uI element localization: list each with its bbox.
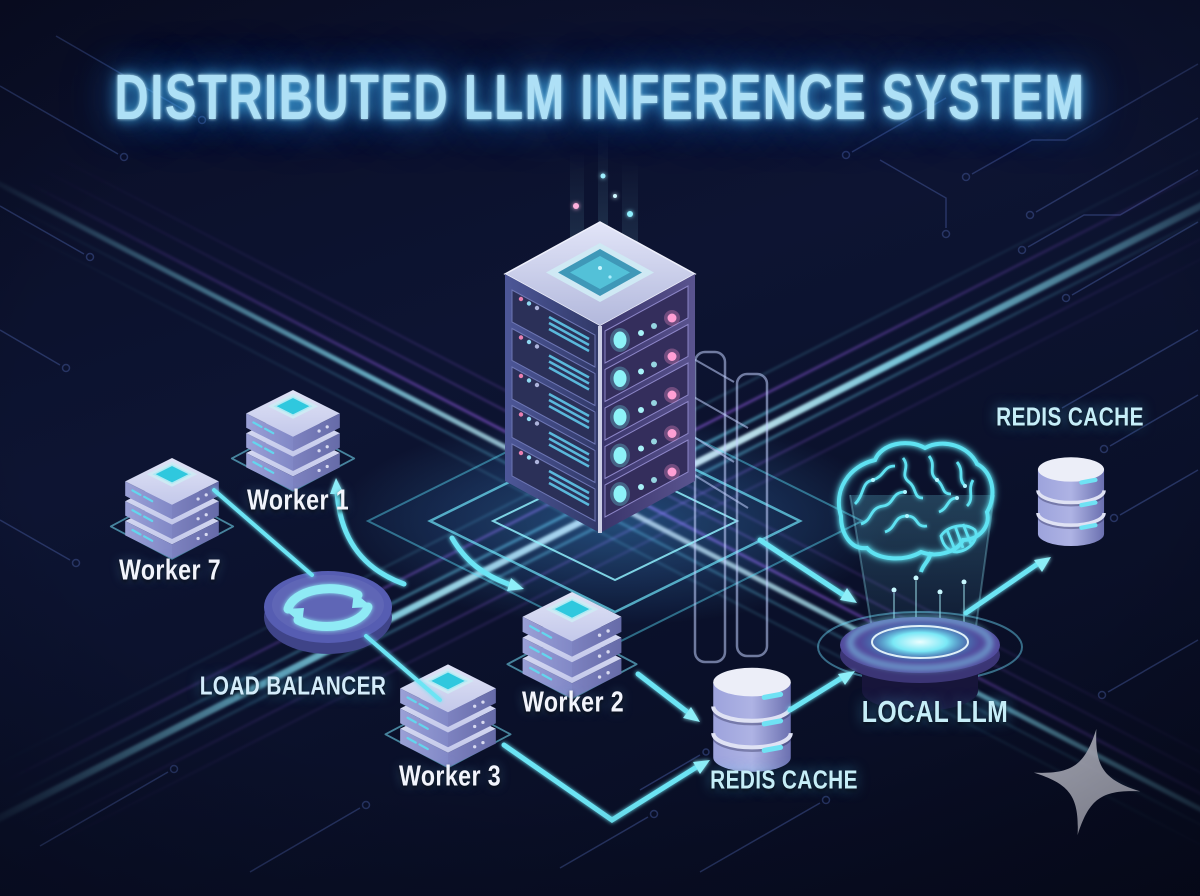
worker1-server-icon: [230, 388, 356, 492]
worker7-server-icon: [109, 456, 235, 560]
worker1-label: Worker 1: [246, 484, 350, 517]
load-balancer-label: LOAD BALANCER: [199, 670, 387, 701]
edge-worker2-redis: [635, 671, 689, 714]
redis-cache-top-label: REDIS CACHE: [996, 401, 1144, 432]
central-server-tower-icon: [503, 221, 697, 533]
worker7-label: Worker 7: [118, 554, 222, 587]
local-llm-label: LOCAL LLM: [861, 694, 1009, 729]
worker2-label: Worker 2: [521, 686, 625, 719]
redis-cache-bottom-label: REDIS CACHE: [710, 764, 858, 795]
sparkle-icon: [1033, 728, 1141, 836]
redis-cache-bottom-icon: [713, 668, 791, 772]
diagram-title: DISTRIBUTED LLM INFERENCE SYSTEM: [114, 61, 1086, 133]
worker3-server-icon: [384, 663, 512, 769]
redis-cache-top-icon: [1038, 457, 1104, 546]
edge-worker3-redis: [501, 742, 698, 823]
edge-redis-llm: [787, 676, 843, 713]
worker3-label: Worker 3: [398, 760, 502, 793]
